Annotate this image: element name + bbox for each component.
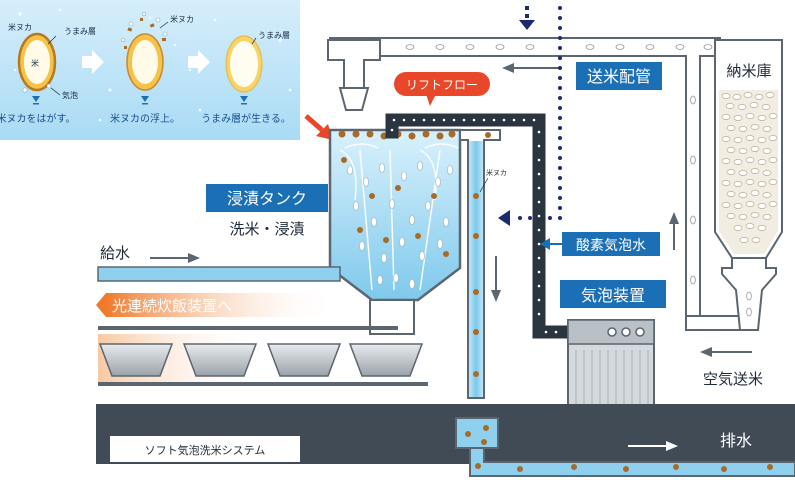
to-cooker-label: 光連続炊飯装置へ	[112, 297, 232, 315]
oxygen-bubble-line	[385, 113, 569, 339]
inset-panel: 米ヌカ うまみ層 米 気泡 米ヌカ	[0, 0, 300, 140]
air-transfer-label: 空気送米	[703, 370, 763, 388]
nuka-riser-pipe	[459, 129, 501, 399]
storage-rice-grains	[721, 92, 778, 243]
inset-label-nuka-2: 米ヌカ	[170, 14, 194, 24]
inset-down-markers	[32, 96, 248, 105]
inset-caption-1: 米ヌカをはがす。	[0, 112, 76, 125]
oxygen-water-label-box	[562, 232, 660, 256]
rice-storage-label: 納米庫	[726, 62, 771, 80]
inset-label-umami: うまみ層	[64, 27, 96, 36]
pipe-rice-grains	[405, 44, 713, 285]
rice-pipe-label-box	[576, 62, 662, 90]
navy-dotted-vertical	[518, 6, 562, 220]
cooking-pot	[98, 343, 174, 377]
rice-storage	[714, 39, 783, 331]
riser-down-arrow	[491, 256, 501, 302]
tank-inlet-hopper	[327, 39, 381, 89]
air-up-arrow	[669, 212, 679, 250]
pipe-flow-arrow	[502, 63, 560, 73]
system-name-label: ソフト気泡洗米システム	[145, 443, 266, 457]
drain-label: 排水	[720, 431, 752, 450]
rice-transfer-pipe-label: 送米配管	[587, 67, 651, 86]
bubble-device	[567, 319, 655, 418]
wash-soak-label: 洗米・浸漬	[229, 220, 304, 238]
bubble-device-label: 気泡装置	[581, 286, 645, 305]
water-supply-label: 給水	[100, 244, 130, 262]
inset-label-umami-3: うまみ層	[258, 31, 290, 40]
inset-label-kome: 米	[31, 58, 39, 68]
air-transfer-pipe	[685, 315, 746, 331]
oxygen-bubble-water-label: 酸素気泡水	[576, 238, 646, 254]
inset-caption-2: 米ヌカの浮上。	[110, 112, 180, 125]
rice-grain-1	[17, 32, 57, 93]
lift-flow-callout	[394, 72, 490, 106]
to-cooker-banner	[96, 293, 336, 317]
inset-bubbles	[13, 8, 292, 122]
soaking-tank-label: 浸漬タンク	[227, 189, 307, 208]
lift-flow-label: リフトフロー	[406, 78, 478, 92]
inset-label-nuka: 米ヌカ	[8, 22, 32, 32]
inset-arrow-1	[82, 50, 104, 74]
inset-caption-3: うまみ層が生きる。	[201, 112, 291, 125]
navy-dotted-flow	[498, 6, 562, 226]
tank-nuka-particles	[338, 130, 456, 257]
bubble-device-label-box	[560, 280, 666, 308]
tank-rice-grains	[347, 161, 453, 289]
soaking-tank-label-box	[206, 184, 328, 212]
cooking-pots	[98, 343, 424, 377]
oxygen-water-arrow	[540, 238, 562, 250]
water-supply-pipe	[97, 266, 341, 282]
inset-label-kihou: 気泡	[62, 90, 78, 100]
rice-grain-2	[120, 11, 168, 91]
system-base	[96, 404, 795, 477]
cooking-pot	[266, 343, 342, 377]
inset-arrow-2	[188, 50, 210, 74]
conveyor	[98, 326, 428, 386]
air-left-arrow	[700, 347, 752, 357]
water-supply-arrow	[150, 253, 200, 263]
nuka-small-label: 米ヌカ	[486, 168, 507, 177]
cooking-pot	[348, 343, 424, 377]
bubble-dots	[390, 118, 558, 334]
cooking-pot	[182, 343, 258, 377]
rice-grain-3	[225, 35, 263, 93]
